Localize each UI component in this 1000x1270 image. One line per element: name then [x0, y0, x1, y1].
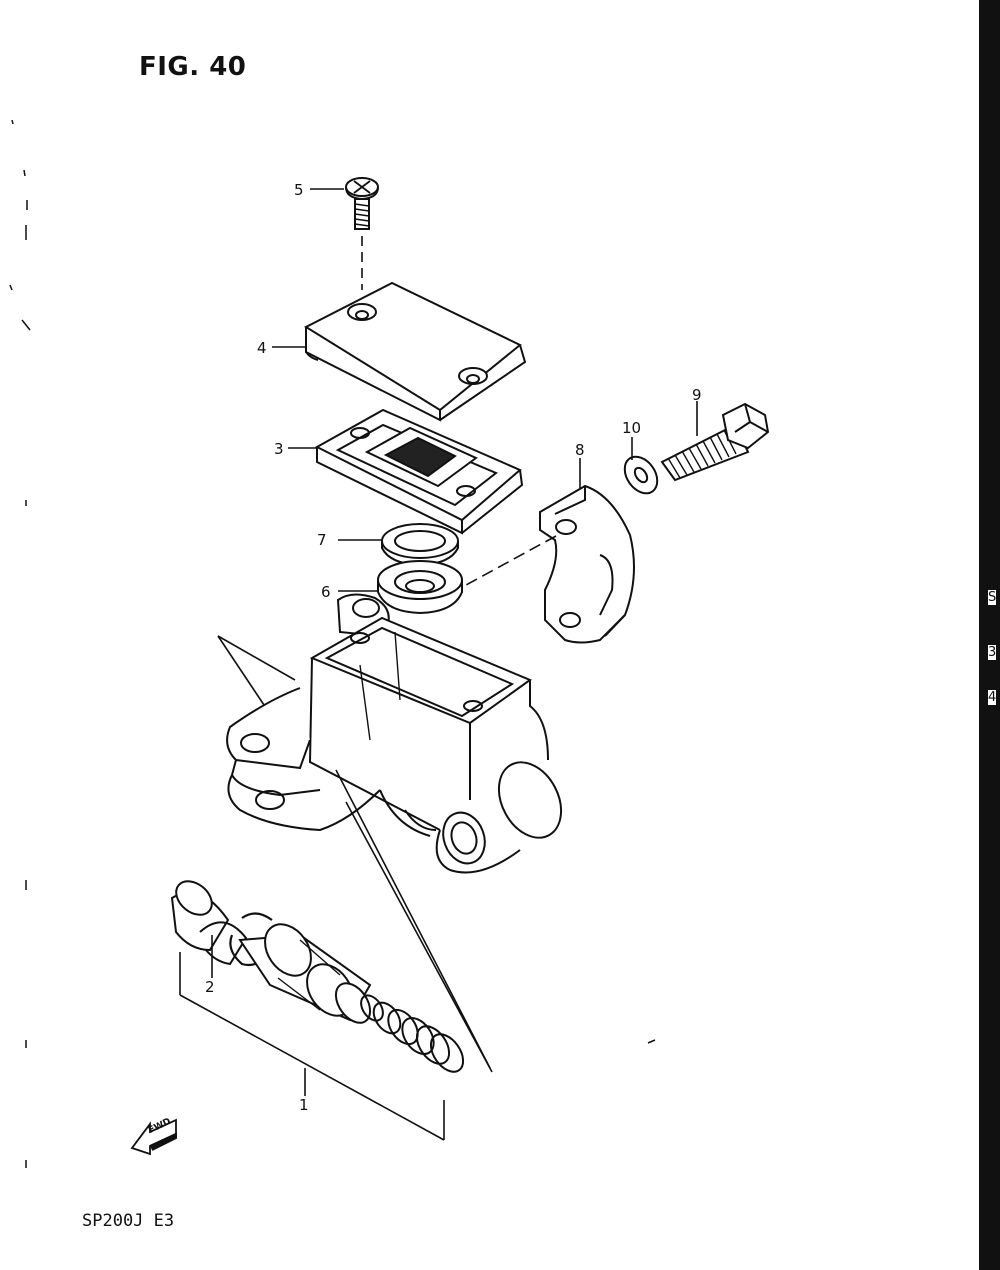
fwd-arrow-icon — [130, 1118, 177, 1156]
reservoir-cap-part-4 — [303, 281, 527, 422]
leader-lines — [211, 188, 698, 1096]
seal-part-6 — [377, 560, 463, 615]
page-edge-bar — [979, 0, 1000, 1270]
clamp-part-8 — [539, 484, 635, 644]
alignment-line — [465, 535, 557, 586]
diaphragm-part-3 — [314, 408, 524, 535]
model-code: SP200J E3 — [82, 1211, 175, 1231]
master-cylinder-body — [226, 593, 563, 874]
ring-part-7 — [381, 523, 459, 567]
callout-2: 2 — [205, 978, 215, 996]
callout-1: 1 — [299, 1096, 309, 1114]
callout-4: 4 — [257, 339, 267, 357]
edge-fragment-3: 3 — [988, 645, 997, 660]
piston-assembly-part-2 — [170, 880, 465, 1073]
edge-fragment-s: S — [988, 590, 997, 605]
callout-9: 9 — [692, 386, 702, 404]
screw-part-5 — [345, 177, 379, 290]
callout-6: 6 — [321, 583, 331, 601]
bolt-part-9 — [660, 402, 770, 482]
callout-8: 8 — [575, 441, 585, 459]
callout-10: 10 — [622, 419, 642, 437]
callout-7: 7 — [317, 531, 327, 549]
figure-title: FIG. 40 — [139, 52, 247, 82]
washer-part-10 — [623, 455, 659, 495]
scan-specks — [9, 119, 656, 1168]
edge-fragment-4: 4 — [988, 690, 997, 705]
kit-bracket-lines — [179, 635, 493, 1141]
callout-3: 3 — [274, 440, 284, 458]
callout-5: 5 — [294, 181, 304, 199]
